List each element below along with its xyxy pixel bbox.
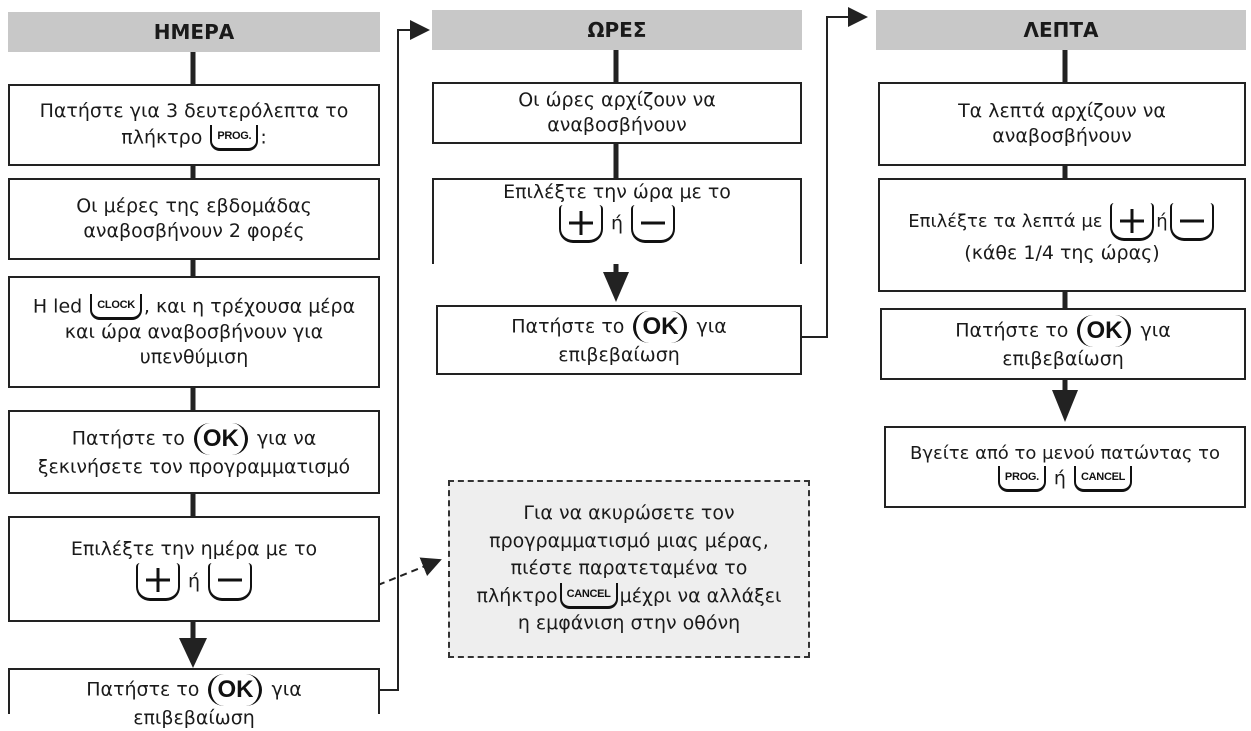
ok-key-icon: OK bbox=[193, 423, 248, 456]
step-text: Οι ώρες αρχίζουν να bbox=[518, 88, 716, 111]
cancel-key-icon: CANCEL bbox=[1074, 465, 1133, 492]
step-text: Πατήστε το bbox=[86, 678, 200, 701]
clock-key-icon: CLOCK bbox=[90, 293, 142, 320]
or-text: ή bbox=[1053, 467, 1066, 490]
step-text: επιβεβαίωση bbox=[133, 707, 255, 729]
step-confirm-hour: Πατήστε το OK για επιβεβαίωση bbox=[436, 305, 802, 375]
step-text: : bbox=[260, 126, 267, 149]
step-text: για bbox=[271, 678, 302, 701]
step-text: Η led bbox=[32, 295, 83, 318]
arrow-down-icon bbox=[1052, 390, 1078, 422]
step-text: Τα λεπτά αρχίζουν να bbox=[958, 99, 1166, 122]
step-days-blink: Οι μέρες της εβδομάδας αναβοσβήνουν 2 φο… bbox=[8, 178, 380, 260]
cancel-key-icon: CANCEL bbox=[559, 583, 618, 610]
step-text: Πατήστε για 3 δευτερόλεπτα το bbox=[39, 100, 349, 123]
step-text: (κάθε 1/4 της ώρας) bbox=[964, 242, 1160, 265]
step-text: Πατήστε το bbox=[955, 319, 1069, 342]
cancel-note: Για να ακυρώσετε τον προγραμματισμό μιας… bbox=[448, 480, 810, 658]
note-text: προγραμματισμό μιας μέρας, bbox=[489, 529, 769, 552]
step-text: για bbox=[1140, 319, 1171, 342]
step-text: επιβεβαίωση bbox=[1002, 348, 1124, 371]
step-clock-led: Η led CLOCK, και η τρέχουσα μέρα και ώρα… bbox=[8, 276, 380, 388]
header-hours: ΩΡΕΣ bbox=[432, 10, 802, 50]
step-line-2: ή bbox=[134, 562, 254, 601]
note-text: η εμφάνιση στην οθόνη bbox=[517, 612, 741, 635]
prog-key-icon: PROG. bbox=[997, 465, 1046, 492]
plus-key-icon bbox=[135, 562, 180, 601]
step-text: για bbox=[696, 315, 727, 338]
arrow-down-icon bbox=[179, 638, 207, 668]
step-line-1: Επιλέξτε τα λεπτά με ή bbox=[908, 203, 1215, 242]
step-text: Πατήστε το bbox=[71, 427, 185, 450]
or-text: ή bbox=[610, 212, 624, 235]
or-text: ή bbox=[1156, 211, 1168, 233]
step-line-1: Πατήστε το OK για να bbox=[71, 423, 317, 456]
step-text: αναβοσβήνουν 2 φορές bbox=[83, 220, 305, 242]
note-text: πιέστε παρατεταμένα το bbox=[510, 557, 748, 580]
step-line-1: Η led CLOCK, και η τρέχουσα μέρα bbox=[32, 293, 356, 320]
step-line-1: Πατήστε το OK για bbox=[955, 315, 1171, 348]
step-confirm-minutes: Πατήστε το OK για επιβεβαίωση bbox=[880, 308, 1246, 380]
step-text: αναβοσβήνουν bbox=[547, 114, 687, 136]
step-text: πλήκτρο bbox=[121, 126, 203, 149]
minus-key-icon bbox=[208, 562, 253, 601]
step-text: Επιλέξτε την ημέρα με το bbox=[70, 538, 318, 561]
plus-key-icon bbox=[1110, 203, 1155, 242]
step-text: υπενθύμιση bbox=[139, 346, 249, 368]
step-press-ok-start: Πατήστε το OK για να ξεκινήσετε τον προγ… bbox=[8, 410, 380, 494]
ok-key-icon: OK bbox=[633, 311, 688, 344]
step-text: επιβεβαίωση bbox=[558, 344, 680, 367]
step-line-1: Πατήστε το OK για bbox=[511, 311, 727, 344]
step-text: Οι μέρες της εβδομάδας bbox=[76, 194, 312, 217]
or-text: ή bbox=[187, 570, 201, 593]
minus-key-icon bbox=[1169, 203, 1214, 242]
step-hours-blink: Οι ώρες αρχίζουν να αναβοσβήνουν bbox=[432, 82, 802, 144]
header-day: ΗΜΕΡΑ bbox=[8, 12, 380, 52]
ok-key-icon: OK bbox=[1077, 315, 1132, 348]
step-exit-menu: Βγείτε από το μενού πατώντας το PROG. ή … bbox=[884, 426, 1246, 508]
step-line-1: Πατήστε το OK για bbox=[86, 674, 302, 706]
step-select-day: Επιλέξτε την ημέρα με το ή bbox=[8, 516, 380, 622]
note-text: Για να ακυρώσετε τον bbox=[523, 502, 735, 525]
step-line-2: ή bbox=[557, 205, 677, 244]
prog-key-icon: PROG. bbox=[210, 124, 259, 151]
step-text: , και η τρέχουσα μέρα bbox=[143, 295, 356, 318]
note-text: πλήκτρο bbox=[476, 584, 558, 607]
step-text: ξεκινήσετε τον προγραμματισμό bbox=[37, 456, 351, 479]
step-select-minutes: Επιλέξτε τα λεπτά με ή (κάθε 1/4 της ώρα… bbox=[878, 178, 1246, 292]
step-confirm-day: Πατήστε το OK για επιβεβαίωση bbox=[8, 668, 380, 729]
ok-key-icon: OK bbox=[208, 674, 263, 706]
minus-key-icon bbox=[631, 205, 676, 244]
step-text: αναβοσβήνουν bbox=[992, 125, 1132, 147]
step-minutes-blink: Τα λεπτά αρχίζουν να αναβοσβήνουν bbox=[878, 82, 1246, 166]
step-text: Επιλέξτε τα λεπτά με bbox=[908, 211, 1103, 233]
step-press-prog: Πατήστε για 3 δευτερόλεπτα το πλήκτρο PR… bbox=[8, 84, 380, 166]
step-line-2: PROG. ή CANCEL bbox=[996, 465, 1134, 492]
step-text: Βγείτε από το μενού πατώντας το bbox=[909, 443, 1220, 465]
step-select-hour: Επιλέξτε την ώρα με το ή bbox=[432, 178, 802, 264]
plus-key-icon bbox=[558, 205, 603, 244]
step-text: για να bbox=[256, 427, 317, 450]
step-text: Επιλέξτε την ώρα με το bbox=[503, 181, 731, 203]
arrow-down-icon bbox=[603, 272, 629, 302]
step-text: και ώρα αναβοσβήνουν για bbox=[64, 320, 324, 343]
header-minutes: ΛΕΠΤΑ bbox=[876, 10, 1246, 50]
note-text: μέχρι να αλλάξει bbox=[619, 584, 782, 607]
step-line-2: πλήκτρο PROG.: bbox=[121, 124, 267, 151]
step-text: Πατήστε το bbox=[511, 315, 625, 338]
